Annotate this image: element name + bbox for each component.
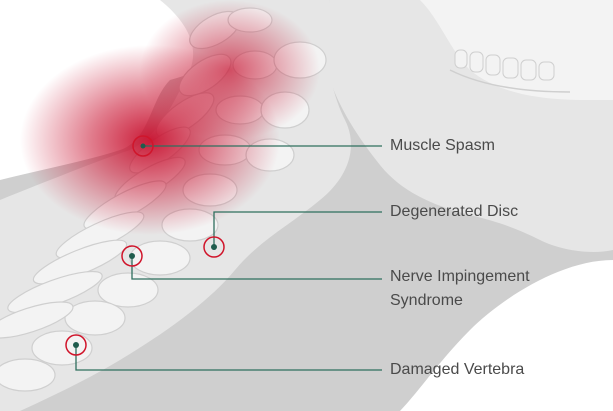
label-muscle-spasm: Muscle Spasm	[390, 134, 495, 158]
label-degenerated-disc: Degenerated Disc	[390, 200, 518, 224]
label-nerve-impingement: Nerve Impingement Syndrome	[390, 265, 530, 313]
label-damaged-vertebra: Damaged Vertebra	[390, 358, 524, 382]
label-nerve-impingement-line2: Syndrome	[390, 289, 530, 313]
label-nerve-impingement-line1: Nerve Impingement	[390, 265, 530, 289]
